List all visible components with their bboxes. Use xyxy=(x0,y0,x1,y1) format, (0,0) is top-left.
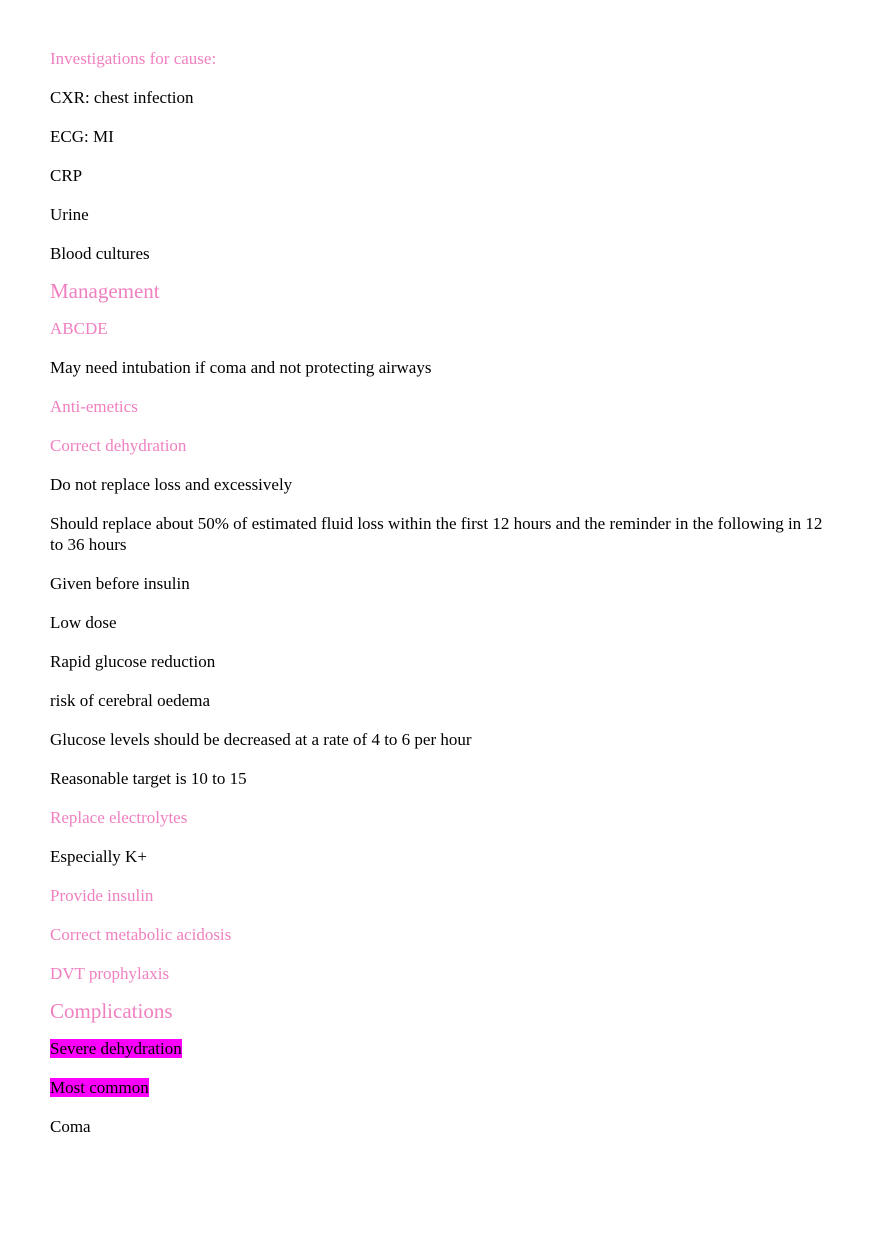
text-line: Blood cultures xyxy=(50,244,150,263)
text-line: risk of cerebral oedema xyxy=(50,691,210,710)
subheading-anti-emetics: Anti-emetics xyxy=(50,397,138,416)
text-line: CXR: chest infection xyxy=(50,88,194,107)
subheading-provide-insulin: Provide insulin xyxy=(50,886,154,905)
text-line: Coma xyxy=(50,1117,91,1136)
subheading-abcde: ABCDE xyxy=(50,319,108,338)
text-line: May need intubation if coma and not prot… xyxy=(50,358,432,377)
text-line: Should replace about 50% of estimated fl… xyxy=(50,514,823,554)
text-line: Rapid glucose reduction xyxy=(50,652,216,671)
text-line: Do not replace loss and excessively xyxy=(50,475,293,494)
document-page: Investigations for cause: CXR: chest inf… xyxy=(50,48,830,1155)
text-line: Especially K+ xyxy=(50,847,147,866)
subheading-dvt-prophylaxis: DVT prophylaxis xyxy=(50,964,170,983)
text-line: Low dose xyxy=(50,613,117,632)
highlighted-text: Severe dehydration xyxy=(50,1039,182,1058)
subheading-investigations: Investigations for cause: xyxy=(50,49,217,68)
text-line: Given before insulin xyxy=(50,574,190,593)
subheading-replace-electrolytes: Replace electrolytes xyxy=(50,808,188,827)
highlighted-line: Severe dehydration xyxy=(50,1038,830,1059)
text-line: Reasonable target is 10 to 15 xyxy=(50,769,247,788)
subheading-correct-dehydration: Correct dehydration xyxy=(50,436,187,455)
highlighted-line: Most common xyxy=(50,1077,830,1098)
heading-management: Management xyxy=(50,279,160,303)
text-line: Urine xyxy=(50,205,89,224)
subheading-correct-acidosis: Correct metabolic acidosis xyxy=(50,925,232,944)
text-line: CRP xyxy=(50,166,83,185)
highlighted-text: Most common xyxy=(50,1078,149,1097)
text-line: ECG: MI xyxy=(50,127,114,146)
text-line: Glucose levels should be decreased at a … xyxy=(50,730,472,749)
heading-complications: Complications xyxy=(50,999,173,1023)
